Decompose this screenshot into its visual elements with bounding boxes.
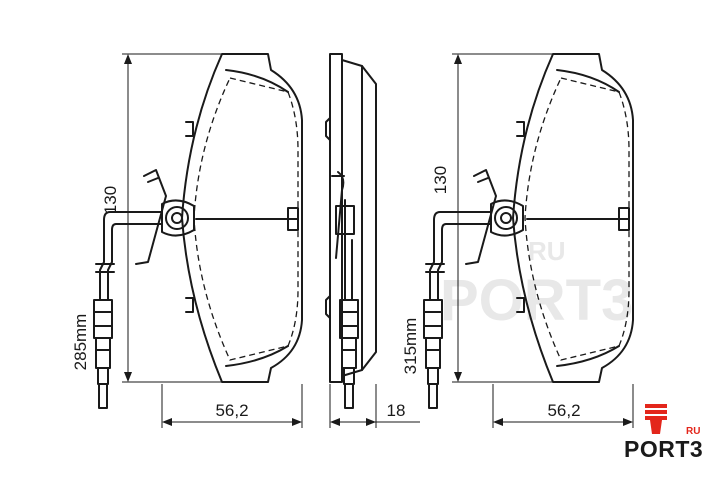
piston-icon (645, 404, 667, 434)
right-wire-length-label: 315mm (401, 318, 420, 375)
left-width-label: 56,2 (215, 401, 248, 420)
logo-brand-main: PORT (624, 436, 690, 462)
right-dimensions: 130 56,2 315mm (401, 53, 634, 428)
right-height-label: 130 (431, 166, 450, 194)
left-height-label: 130 (101, 186, 120, 214)
left-brake-pad (93, 53, 303, 409)
side-view-pad (325, 53, 377, 409)
left-dimensions: 130 56,2 285mm (71, 53, 303, 428)
logo-brand-digit: 3 (689, 436, 704, 462)
right-brake-pad (423, 53, 634, 409)
thickness-label: 18 (387, 401, 406, 420)
logo-ru-label: RU (686, 426, 701, 437)
watermark: RU PORT3 (440, 236, 633, 333)
watermark-brand: PORT3 (440, 268, 633, 333)
right-width-label: 56,2 (547, 401, 580, 420)
watermark-ru: RU (528, 236, 566, 266)
side-dimensions: 18 (329, 384, 420, 428)
logo-brand: PORT3 (624, 436, 703, 463)
left-wire-length-label: 285mm (71, 314, 90, 371)
